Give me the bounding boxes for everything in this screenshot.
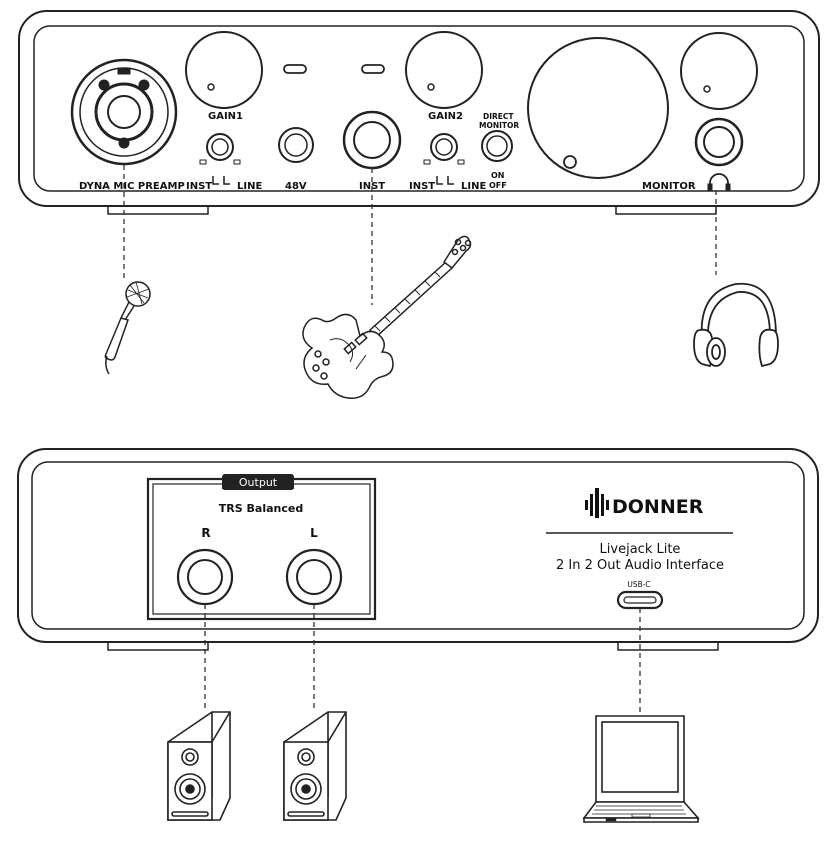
back-panel <box>17 448 819 651</box>
inst-label-1: INST <box>186 181 212 192</box>
trs-balanced-label: TRS Balanced <box>219 502 303 515</box>
monitor-volume-knob[interactable] <box>527 37 669 179</box>
headphones-icon <box>693 282 779 368</box>
gain2-knob[interactable] <box>405 31 483 109</box>
usb-c-port-icon <box>616 590 664 610</box>
instrument-jack-icon <box>342 110 402 170</box>
product-name: Livejack Lite <box>600 542 681 557</box>
front-connection-lines <box>123 165 717 305</box>
usb-c-label: USB-C <box>627 580 650 589</box>
brand-name: DONNER <box>612 496 704 518</box>
output-tab-label: Output <box>239 476 278 489</box>
inst-line-switch-1[interactable] <box>199 133 241 185</box>
left-output-label: L <box>310 526 318 540</box>
phantom-label: 48V <box>285 181 307 192</box>
gain1-label: GAIN1 <box>208 111 243 122</box>
gain1-knob[interactable] <box>185 31 263 109</box>
dyna-mic-preamp-label: DYNA MIC PREAMP <box>79 181 185 192</box>
monitor-label: MONITOR <box>642 181 696 192</box>
microphone-icon <box>104 281 151 375</box>
output-section <box>146 474 377 621</box>
off-label: OFF <box>489 181 507 190</box>
right-output-label: R <box>201 526 210 540</box>
inst-line-switch-2[interactable] <box>423 133 465 185</box>
xlr-combo-jack-icon <box>70 58 178 166</box>
phantom-power-button[interactable] <box>278 127 314 163</box>
donner-logo-icon <box>585 488 609 518</box>
direct-monitor-button[interactable] <box>481 130 513 162</box>
headphone-volume-knob[interactable] <box>680 32 758 110</box>
direct-label: DIRECT <box>483 112 514 121</box>
back-connection-lines <box>204 604 641 716</box>
product-description: 2 In 2 Out Audio Interface <box>556 558 724 573</box>
laptop-icon <box>582 715 700 823</box>
left-output-jack-icon <box>285 548 343 606</box>
studio-monitor-speaker-icon <box>167 711 231 821</box>
signal-led-2 <box>361 64 385 74</box>
gain2-label: GAIN2 <box>428 111 463 122</box>
signal-led-1 <box>283 64 307 74</box>
right-output-jack-icon <box>176 548 234 606</box>
line-label-2: LINE <box>461 181 486 192</box>
studio-monitor-speaker-icon <box>283 711 347 821</box>
headphone-jack-icon <box>694 117 744 191</box>
monitor-small-label: MONITOR <box>479 121 519 130</box>
electric-guitar-icon <box>302 235 472 399</box>
on-label: ON <box>491 171 505 180</box>
inst-label-2: INST <box>409 181 435 192</box>
line-label-1: LINE <box>237 181 262 192</box>
